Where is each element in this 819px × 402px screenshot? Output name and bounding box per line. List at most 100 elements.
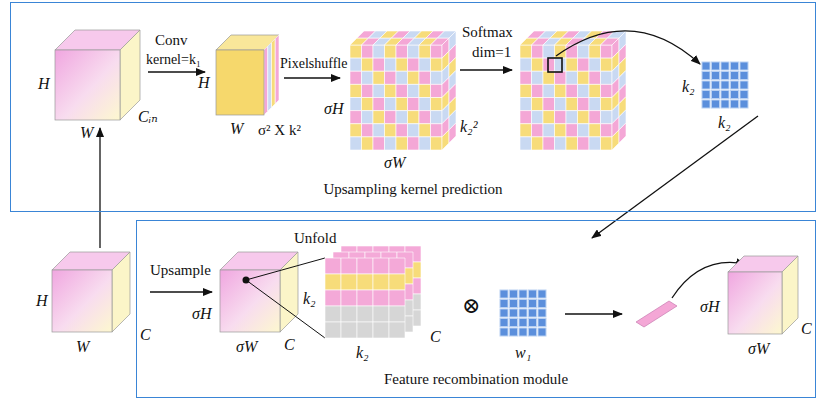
drawing-part <box>396 84 408 97</box>
drawing-part <box>538 300 546 308</box>
drawing-part <box>419 84 431 97</box>
dimension-label: σW <box>384 154 405 172</box>
drawing-part <box>543 137 555 150</box>
drawing-part <box>373 306 389 322</box>
drawing-part <box>543 124 555 137</box>
drawing-part <box>362 98 374 111</box>
drawing-part <box>740 62 748 70</box>
operation-label: Upsample <box>150 262 211 279</box>
drawing-part <box>350 45 362 58</box>
drawing-part <box>538 290 546 298</box>
drawing-part <box>431 84 443 97</box>
dimension-label: H <box>36 292 48 310</box>
output-vector <box>636 301 677 327</box>
drawing-part <box>702 62 710 70</box>
drawing-part <box>357 306 373 322</box>
drawing-part <box>55 50 120 120</box>
drawing-part <box>529 290 537 298</box>
dimension-label: k₂ <box>303 290 316 308</box>
drawing-part <box>520 71 532 84</box>
drawing-part <box>500 300 508 308</box>
drawing-part <box>538 309 546 317</box>
drawing-part <box>740 100 748 108</box>
operation-label: Conv <box>155 32 188 49</box>
drawing-part <box>373 258 389 274</box>
drawing-part <box>555 111 567 124</box>
drawing-part <box>216 50 264 115</box>
drawing-part <box>373 45 385 58</box>
drawing-part <box>431 71 443 84</box>
drawing-part <box>538 328 546 336</box>
drawing-part <box>357 258 373 274</box>
drawing-part <box>519 300 527 308</box>
dimension-label: C <box>284 336 295 354</box>
drawing-part <box>373 137 385 150</box>
operation-label: Unfold <box>294 230 337 247</box>
drawing-part <box>529 309 537 317</box>
drawing-part <box>601 58 613 71</box>
drawing-part <box>589 111 601 124</box>
drawing-part <box>731 72 739 80</box>
dimension-label: k₂ <box>718 114 731 132</box>
drawing-part <box>601 111 613 124</box>
drawing-part <box>389 322 405 338</box>
operation-label: kernel=k₁ <box>146 52 201 67</box>
feature-cube <box>55 30 140 120</box>
drawing-part <box>408 58 420 71</box>
drawing-part <box>280 252 298 332</box>
panel-title: Feature recombination module <box>137 371 815 388</box>
flow-arrow <box>148 71 205 72</box>
drawing-part <box>419 98 431 111</box>
flow-arrow <box>565 313 622 314</box>
drawing-part <box>389 274 405 290</box>
drawing-part <box>520 98 532 111</box>
drawing-part <box>702 81 710 89</box>
drawing-part <box>566 137 578 150</box>
drawing-part <box>419 45 431 58</box>
drawing-part <box>341 306 357 322</box>
drawing-part <box>362 84 374 97</box>
drawing-part <box>740 72 748 80</box>
drawing-part <box>357 322 373 338</box>
feature-cube <box>728 256 798 334</box>
drawing-part <box>341 290 357 306</box>
drawing-part <box>712 91 720 99</box>
unfold-layer <box>333 252 413 332</box>
drawing-part <box>529 319 537 327</box>
drawing-part <box>419 111 431 124</box>
drawing-part <box>555 124 567 137</box>
drawing-part <box>543 84 555 97</box>
checker-cube <box>350 31 456 150</box>
dimension-label: k₂² <box>460 118 477 136</box>
unfold-line <box>246 280 325 338</box>
drawing-part <box>408 98 420 111</box>
drawing-part <box>350 98 362 111</box>
drawing-part <box>408 45 420 58</box>
drawing-part <box>419 137 431 150</box>
drawing-part <box>419 71 431 84</box>
flow-arrow <box>284 77 340 78</box>
drawing-part <box>325 306 341 322</box>
drawing-part <box>373 98 385 111</box>
drawing-part <box>520 137 532 150</box>
drawing-part <box>566 58 578 71</box>
drawing-part <box>396 137 408 150</box>
drawing-part <box>431 45 443 58</box>
drawing-part <box>362 58 374 71</box>
drawing-part <box>589 124 601 137</box>
drawing-part <box>431 58 443 71</box>
drawing-part <box>731 91 739 99</box>
panel-title: Upsampling kernel prediction <box>11 181 815 198</box>
drawing-part <box>272 39 276 108</box>
drawing-part <box>566 124 578 137</box>
dimension-label: Cᵢₙ <box>138 108 158 126</box>
drawing-part <box>519 309 527 317</box>
drawing-part <box>264 46 268 115</box>
drawing-part <box>520 58 532 71</box>
drawing-part <box>510 300 518 308</box>
drawing-part <box>702 100 710 108</box>
operation-label: dim=1 <box>472 44 511 61</box>
drawing-part <box>419 124 431 137</box>
drawing-part <box>389 290 405 306</box>
